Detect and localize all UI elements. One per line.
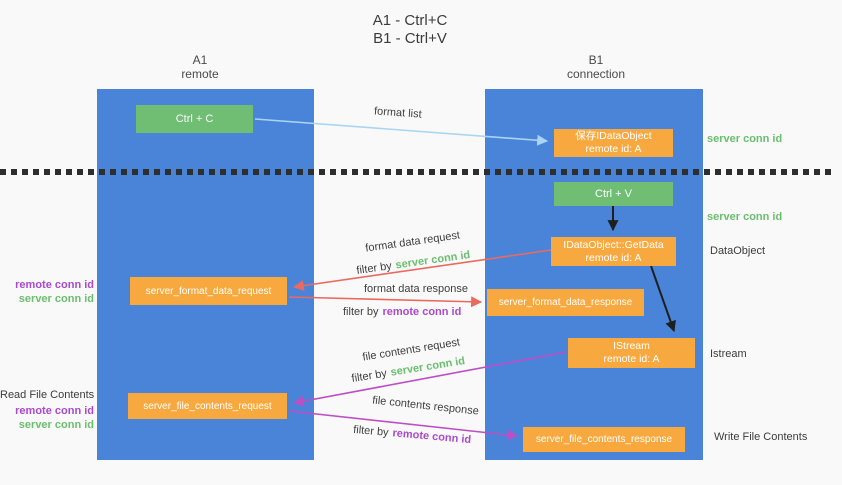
- phase-separator-dotted-line: [0, 169, 834, 175]
- diagram-title: A1 - Ctrl+C B1 - Ctrl+V: [300, 12, 520, 48]
- server-file-contents-response-node: server_file_contents_response: [523, 427, 685, 452]
- remote-conn-id-label-format: remote conn id: [15, 279, 94, 291]
- lifeline-b-subtitle: connection: [566, 67, 626, 81]
- lifeline-a-header: A1 remote: [150, 53, 250, 81]
- remote-conn-id-label-file: remote conn id: [15, 405, 94, 417]
- ctrl-c-label: Ctrl + C: [175, 113, 214, 125]
- istream-line1: IStream: [613, 340, 650, 352]
- lifeline-a-subtitle: remote: [181, 67, 219, 81]
- conn-id-block-format: remote conn id server conn id: [0, 278, 94, 306]
- getdata-line2: remote id: A: [585, 251, 642, 264]
- getdata-node: IDataObject::GetData remote id: A: [551, 237, 676, 266]
- istream-node: IStream remote id: A: [568, 338, 695, 368]
- server-conn-id-label-file: server conn id: [18, 419, 94, 431]
- lifeline-b-name: B1: [588, 53, 604, 67]
- file-contents-response-label: file contents response: [371, 394, 480, 418]
- server-file-contents-request-label: server_file_contents_request: [143, 400, 272, 412]
- write-file-contents-label: Write File Contents: [714, 431, 808, 443]
- format-data-response-arrow: [288, 296, 483, 308]
- server-file-contents-response-label: server_file_contents_response: [535, 434, 673, 445]
- format-data-request-label: format data request: [364, 229, 461, 255]
- istream-side-label: Istream: [710, 348, 747, 360]
- server-conn-id-label-format: server conn id: [18, 293, 94, 305]
- format-list-label: format list: [373, 105, 423, 121]
- server-format-data-request-node: server_format_data_request: [130, 277, 287, 305]
- read-file-contents-label: Read File Contents: [0, 389, 95, 401]
- format-data-response-label: format data response: [364, 283, 468, 295]
- ctrl-v-node: Ctrl + V: [554, 182, 673, 206]
- server-format-data-request-label: server_format_data_request: [145, 285, 272, 297]
- server-format-data-response-label: server_format_data_response: [498, 297, 633, 308]
- server-file-contents-request-node: server_file_contents_request: [128, 393, 287, 419]
- getdata-line1: IDataObject::GetData: [563, 238, 664, 251]
- server-format-data-response-node: server_format_data_response: [487, 289, 644, 316]
- istream-line2: remote id: A: [603, 353, 660, 365]
- save-idataobject-line2: remote id: A: [585, 143, 642, 155]
- save-idataobject-node: 保存IDataObject remote id: A: [554, 129, 673, 157]
- title-line-2: B1 - Ctrl+V: [373, 30, 447, 47]
- server-conn-id-label-top-right: server conn id: [707, 133, 783, 145]
- ctrl-c-node: Ctrl + C: [136, 105, 253, 133]
- ctrl-v-label: Ctrl + V: [595, 188, 632, 200]
- lifeline-b-header: B1 connection: [546, 53, 646, 81]
- lifeline-a-name: A1: [192, 53, 208, 67]
- conn-id-block-file: remote conn id server conn id: [0, 404, 94, 432]
- title-line-1: A1 - Ctrl+C: [372, 12, 448, 29]
- server-conn-id-label-mid-right: server conn id: [707, 211, 783, 223]
- save-idataobject-line1: 保存IDataObject: [575, 130, 652, 142]
- dataobject-label: DataObject: [710, 245, 766, 257]
